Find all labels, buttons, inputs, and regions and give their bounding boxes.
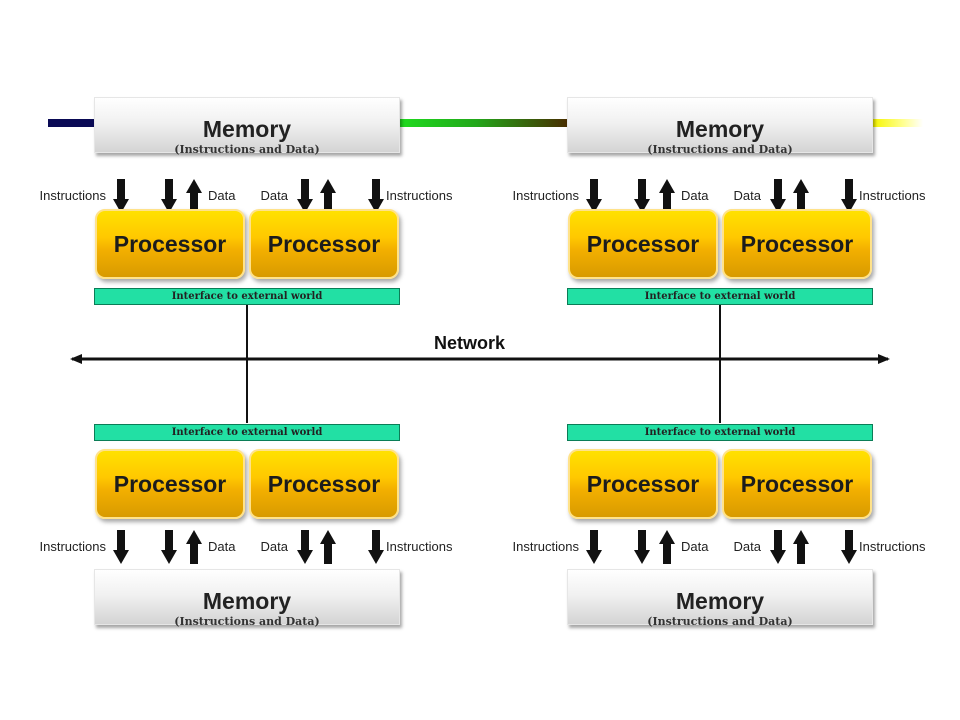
network-link <box>246 305 248 423</box>
arrow-down-icon <box>113 530 129 564</box>
arrow-down-icon <box>634 530 650 564</box>
processor-box: Processor <box>568 449 718 519</box>
interface-bar: Interface to external world <box>94 288 400 305</box>
processor-label: Processor <box>113 231 227 257</box>
arrow-down-icon <box>113 179 129 213</box>
instructions-label: Instructions <box>512 539 579 554</box>
arrow-down-icon <box>161 530 177 564</box>
memory-subtitle: (Instructions and Data) <box>647 615 793 628</box>
arrow-down-icon <box>368 530 384 564</box>
arrow-up-icon <box>320 530 336 564</box>
processor-box: Processor <box>722 209 872 279</box>
data-label: Data <box>733 539 761 554</box>
decorative-stripe-gradient <box>398 119 570 127</box>
instructions-label: Instructions <box>512 188 579 203</box>
data-label: Data <box>208 539 236 554</box>
arrow-up-icon <box>186 530 202 564</box>
network-link <box>719 305 721 423</box>
data-label: Data <box>681 539 709 554</box>
data-label: Data <box>733 188 761 203</box>
data-label: Data <box>260 539 288 554</box>
processor-label: Processor <box>267 471 381 497</box>
decorative-stripe-yellow <box>873 119 923 127</box>
arrow-down-icon <box>634 179 650 213</box>
memory-box: Memory (Instructions and Data) <box>94 97 400 156</box>
processor-box: Processor <box>95 209 245 279</box>
arrow-down-icon <box>841 530 857 564</box>
memory-subtitle: (Instructions and Data) <box>647 143 793 156</box>
memory-title: Memory <box>675 588 765 614</box>
instructions-label: Instructions <box>39 539 106 554</box>
memory-box: Memory (Instructions and Data) <box>567 97 873 156</box>
arrow-down-icon <box>297 530 313 564</box>
processor-box: Processor <box>722 449 872 519</box>
processor-label: Processor <box>740 231 854 257</box>
arrow-down-icon <box>770 530 786 564</box>
memory-title: Memory <box>675 116 765 142</box>
instructions-label: Instructions <box>386 539 453 554</box>
interface-bar: Interface to external world <box>567 424 873 441</box>
arrow-down-icon <box>586 179 602 213</box>
instructions-label: Instructions <box>386 188 453 203</box>
arrow-up-icon <box>793 530 809 564</box>
memory-title: Memory <box>202 588 292 614</box>
interface-bar: Interface to external world <box>94 424 400 441</box>
processor-box: Processor <box>568 209 718 279</box>
memory-box: Memory (Instructions and Data) <box>94 569 400 628</box>
memory-box: Memory (Instructions and Data) <box>567 569 873 628</box>
arrow-down-icon <box>161 179 177 213</box>
data-label: Data <box>208 188 236 203</box>
memory-title: Memory <box>202 116 292 142</box>
processor-label: Processor <box>586 471 700 497</box>
instructions-label: Instructions <box>859 188 926 203</box>
processor-label: Processor <box>267 231 381 257</box>
arrow-up-icon <box>659 179 675 213</box>
arrow-up-icon <box>186 179 202 213</box>
processor-box: Processor <box>249 209 399 279</box>
processor-label: Processor <box>586 231 700 257</box>
processor-box: Processor <box>95 449 245 519</box>
arrow-up-icon <box>320 179 336 213</box>
instructions-label: Instructions <box>39 188 106 203</box>
instructions-label: Instructions <box>859 539 926 554</box>
decorative-stripe-navy <box>48 119 98 127</box>
memory-subtitle: (Instructions and Data) <box>174 143 320 156</box>
data-label: Data <box>681 188 709 203</box>
arrow-down-icon <box>841 179 857 213</box>
network-label: Network <box>434 333 506 353</box>
arrow-up-icon <box>659 530 675 564</box>
processor-box: Processor <box>249 449 399 519</box>
processor-label: Processor <box>113 471 227 497</box>
interface-bar: Interface to external world <box>567 288 873 305</box>
arrow-down-icon <box>586 530 602 564</box>
arrow-down-icon <box>770 179 786 213</box>
processor-label: Processor <box>740 471 854 497</box>
arrow-down-icon <box>297 179 313 213</box>
arrow-down-icon <box>368 179 384 213</box>
arrow-up-icon <box>793 179 809 213</box>
data-label: Data <box>260 188 288 203</box>
memory-subtitle: (Instructions and Data) <box>174 615 320 628</box>
